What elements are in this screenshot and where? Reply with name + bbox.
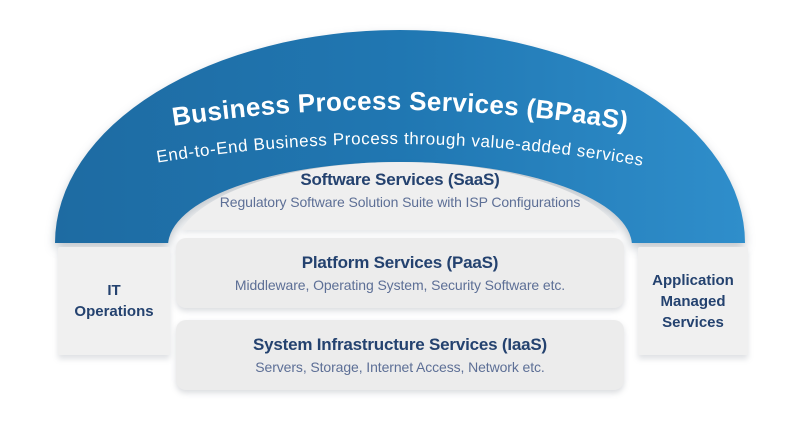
panel-ams-line2: Managed [660,292,726,310]
layer-iaas: System Infrastructure Services (IaaS) Se… [176,320,624,390]
layer-iaas-subtitle: Servers, Storage, Internet Access, Netwo… [255,359,545,375]
layer-saas: Software Services (SaaS) Regulatory Soft… [176,170,624,210]
layer-saas-subtitle: Regulatory Software Solution Suite with … [219,194,581,210]
layer-iaas-title: System Infrastructure Services (IaaS) [252,335,548,354]
panel-ams-line1: Application [652,271,734,289]
saas-dome [180,162,620,230]
panel-it-operations-line2: Operations [74,303,154,320]
layer-paas: Platform Services (PaaS) Middleware, Ope… [176,238,624,308]
layer-paas-subtitle: Middleware, Operating System, Security S… [234,277,566,293]
panel-it-operations: IT Operations [58,247,170,355]
layer-paas-title: Platform Services (PaaS) [301,253,499,272]
panel-application-managed-services: Application Managed Services [638,247,748,355]
panel-it-operations-line1: IT [107,282,121,299]
bpaas-arch-ring [55,30,745,243]
panel-ams-line3: Services [662,313,724,331]
layer-saas-title: Software Services (SaaS) [300,170,500,189]
